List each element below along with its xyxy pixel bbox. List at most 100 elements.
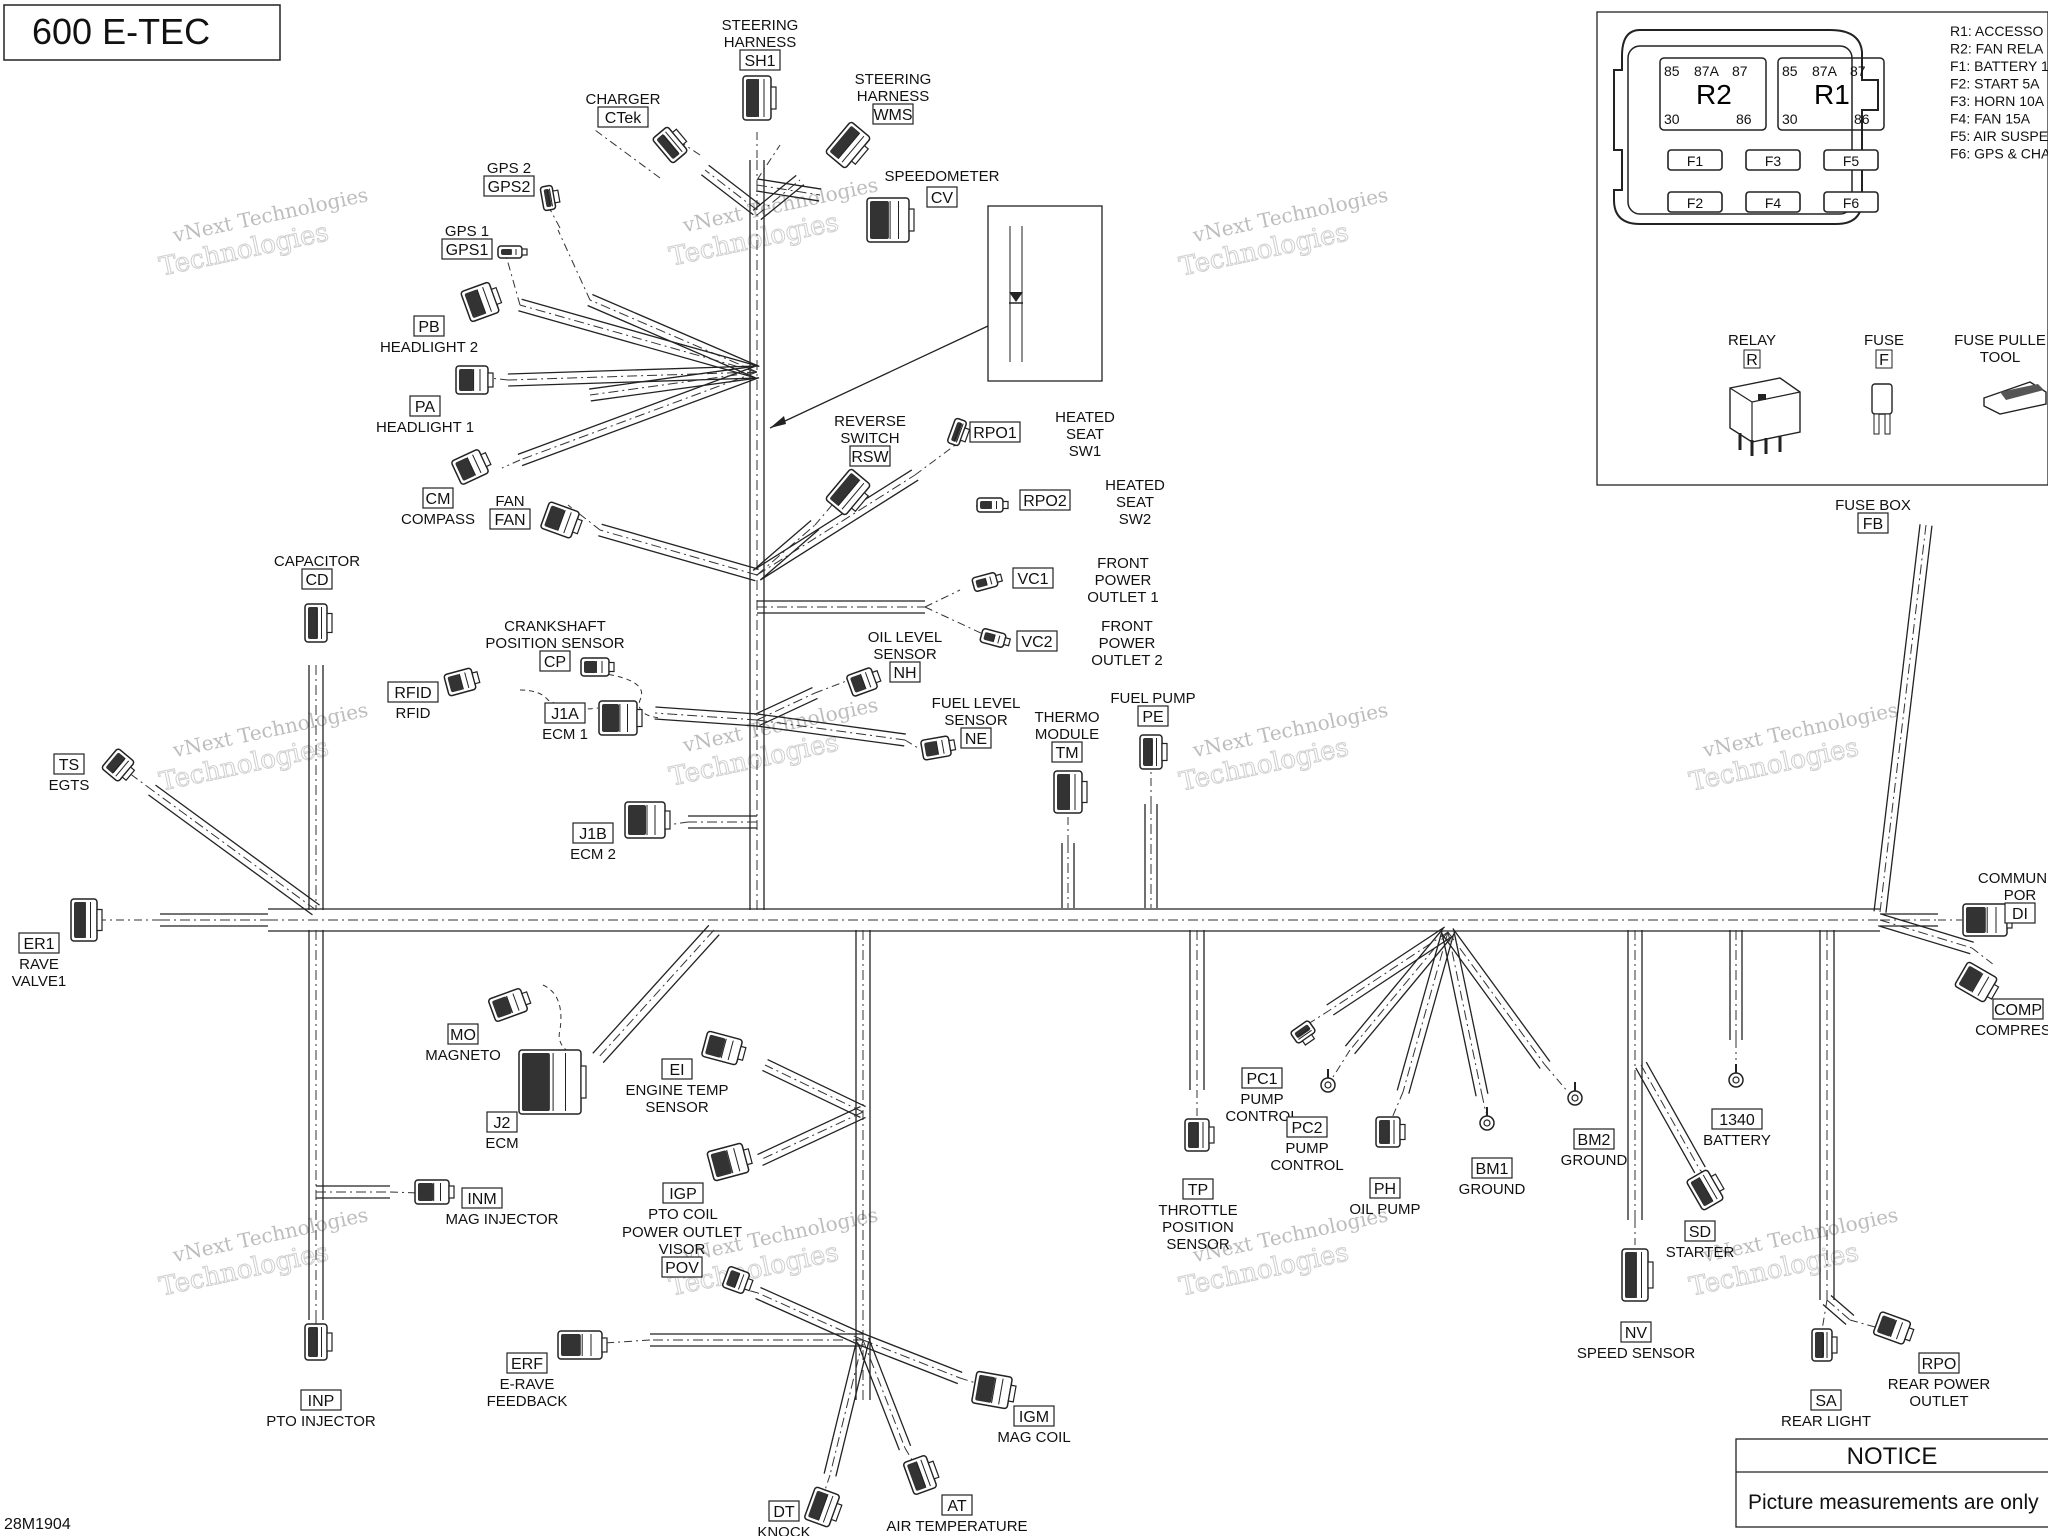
- wire-edge: [155, 784, 320, 906]
- vc1-label: POWER: [1095, 572, 1152, 589]
- inm-code: INM: [467, 1191, 496, 1208]
- mo-code: MO: [450, 1027, 476, 1044]
- pov-label: POWER OUTLET: [622, 1224, 742, 1241]
- ei-code: EI: [669, 1062, 684, 1079]
- wire-edge: [708, 164, 762, 206]
- connector-icons: [70, 75, 2013, 1528]
- er1-code-box: [18, 932, 60, 954]
- pov-connector-icon: [721, 1265, 754, 1295]
- b1340-label: BATTERY: [1703, 1132, 1771, 1149]
- wire-edge: [1396, 930, 1443, 1091]
- rpo-label: REAR POWER: [1888, 1376, 1991, 1393]
- fuse-slot: [1823, 149, 1879, 171]
- rpo2-connector-icon: [976, 497, 1009, 513]
- wire-edge: [1442, 935, 1541, 1069]
- fb-code-box: [1857, 512, 1889, 534]
- ph-code: PH: [1374, 1181, 1396, 1198]
- pa-code-box: [409, 395, 441, 417]
- fb-code: FB: [1863, 516, 1883, 533]
- wire-centerline: [829, 1339, 864, 1476]
- er1-label: RAVE: [19, 956, 59, 973]
- vc2-code: VC2: [1021, 634, 1052, 651]
- title-box: 600 E-TEC: [3, 4, 281, 61]
- dt-code-box: [768, 1500, 800, 1522]
- wire-centerline: [756, 179, 801, 216]
- dt-label: KNOCK: [757, 1524, 810, 1536]
- wire-edge: [521, 377, 760, 467]
- inp-connector-icon: [304, 1323, 333, 1361]
- fuse-legend-item: F1: BATTERY 1: [1950, 58, 2048, 74]
- igm-label: MAG COIL: [997, 1429, 1070, 1446]
- wire-centerline: [704, 169, 758, 211]
- wire-edge: [760, 184, 805, 221]
- igp-code-box: [662, 1182, 704, 1204]
- wms-label: HARNESS: [857, 88, 930, 105]
- nh-label: OIL LEVEL: [868, 629, 943, 646]
- inm-code-box: [461, 1187, 503, 1209]
- vc2-label: OUTLET 2: [1091, 652, 1162, 669]
- notice-box: NOTICE Picture measurements are only: [1735, 1438, 2048, 1528]
- relay-code: R1: [1814, 79, 1850, 110]
- wire-centerline: [599, 529, 758, 576]
- tm-code-box: [1051, 741, 1083, 763]
- tp-label: POSITION: [1162, 1219, 1234, 1236]
- wire-edge: [592, 293, 760, 368]
- gps1-label: GPS 1: [445, 223, 489, 240]
- wire-centerline: [589, 299, 758, 373]
- cp-label: CRANKSHAFT: [504, 618, 606, 635]
- ts-label: EGTS: [49, 777, 90, 794]
- wire-centerline: [1349, 931, 1449, 1051]
- nh-connector-icon: [846, 667, 882, 697]
- sa-code-box: [1810, 1389, 1842, 1411]
- wire-edge: [755, 190, 820, 202]
- b1340-connector-icon: [1728, 1064, 1744, 1088]
- wire-lead: [542, 984, 581, 1059]
- j1b-code-box: [572, 822, 614, 844]
- j1a-code-box: [544, 702, 586, 724]
- comp-connector-icon: [1954, 961, 2000, 1003]
- sd-code-box: [1684, 1220, 1716, 1242]
- wire-centerline: [862, 1339, 961, 1379]
- pov-code: POV: [665, 1260, 699, 1277]
- pc1-code-box: [1241, 1067, 1283, 1089]
- sh1-label: STEERING: [722, 17, 799, 34]
- ts-code: TS: [59, 757, 79, 774]
- ne-label: FUEL LEVEL: [932, 695, 1021, 712]
- fuse-legend-item: R2: FAN RELA: [1950, 41, 2044, 57]
- inp-label: PTO INJECTOR: [266, 1413, 376, 1430]
- gps1-connector-icon: [497, 245, 528, 259]
- relay-pin: 86: [1736, 111, 1752, 127]
- cv-label: SPEEDOMETER: [884, 168, 999, 185]
- wire-edge: [1354, 935, 1454, 1055]
- cp-code: CP: [544, 654, 566, 671]
- bm2-label: GROUND: [1561, 1152, 1628, 1169]
- sd-connector-icon: [1686, 1169, 1725, 1211]
- relay-pin: 30: [1664, 111, 1680, 127]
- rsw-label: REVERSE: [834, 413, 906, 430]
- wire-lead: [814, 497, 839, 526]
- di-code: DI: [2012, 906, 2028, 923]
- rpo1-code: RPO1: [973, 425, 1017, 442]
- fuse-slot-code: F6: [1843, 195, 1860, 211]
- wire-centerline: [519, 371, 758, 461]
- wire-lead: [1391, 1091, 1404, 1119]
- fuse-icon: [1871, 383, 1893, 435]
- pa-connector-icon: [455, 365, 494, 395]
- cd-label: CAPACITOR: [274, 553, 360, 570]
- wire-lead: [756, 144, 781, 181]
- relay-part-code: R: [1746, 352, 1758, 369]
- igm-code-box: [1013, 1405, 1055, 1427]
- wire-lead: [567, 504, 601, 531]
- cv-code: CV: [931, 190, 954, 207]
- pb-code-box: [413, 315, 445, 337]
- wire-edge: [756, 725, 905, 747]
- ne-code-box: [960, 727, 992, 749]
- wire-lead: [599, 672, 661, 719]
- rpo2-label: HEATED: [1105, 477, 1165, 494]
- pa-code: PA: [415, 399, 435, 416]
- rfid-connector-icon: [443, 667, 481, 697]
- tp-label: THROTTLE: [1158, 1202, 1237, 1219]
